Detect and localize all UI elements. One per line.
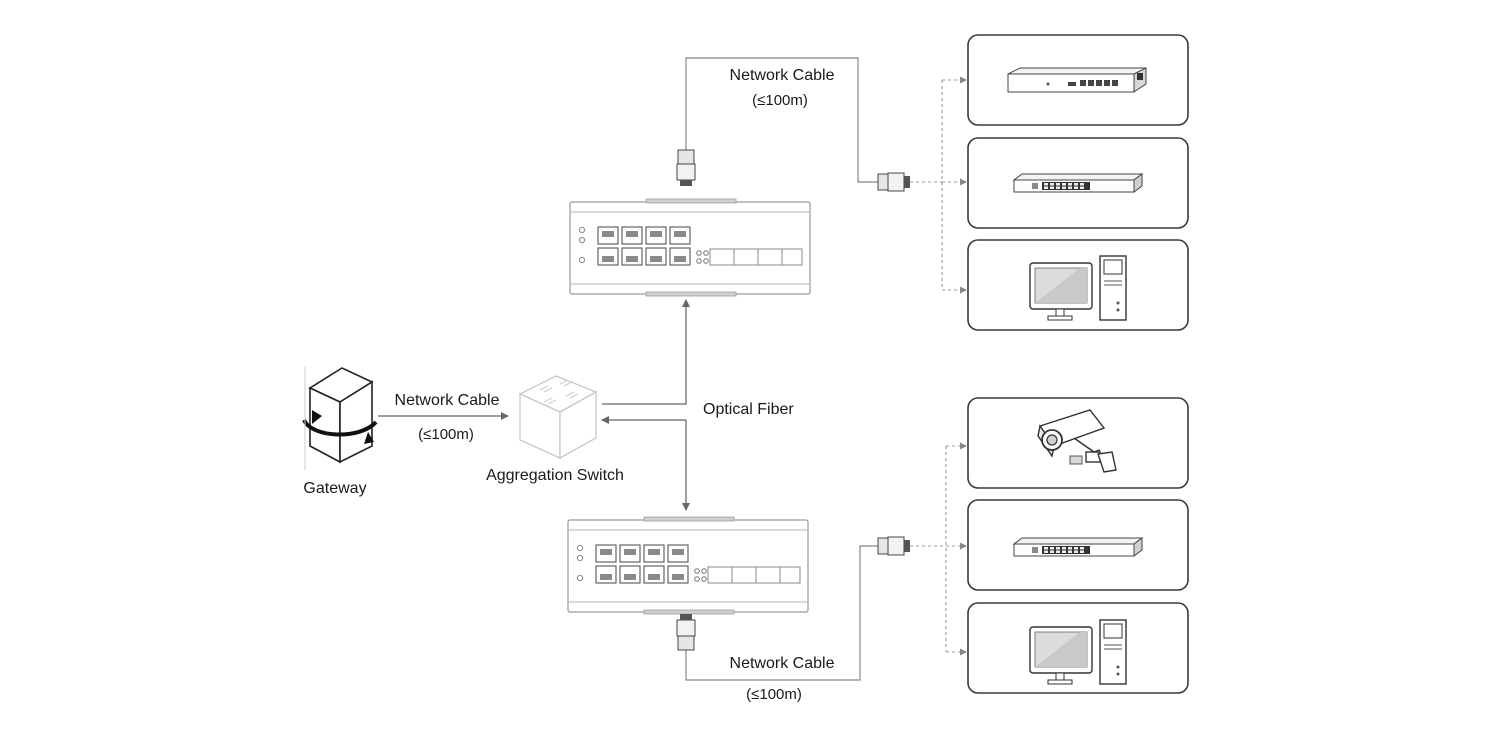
gateway-label: Gateway <box>303 480 367 497</box>
aggregation-switch-icon <box>518 375 598 460</box>
top-cable-label: Network Cable <box>729 67 835 84</box>
endpoint-box-computer-bottom <box>967 602 1189 694</box>
bottom-network-cable <box>685 545 878 681</box>
rj45-connector-icon <box>877 536 911 556</box>
optical-fiber-label: Optical Fiber <box>703 401 794 418</box>
gateway-server-icon <box>302 366 378 470</box>
endpoint-box-switch-bottom <box>967 499 1189 591</box>
endpoint-box-computer-top <box>967 239 1189 331</box>
bottom-cable-label: Network Cable <box>729 655 835 672</box>
top-network-cable <box>685 57 878 183</box>
endpoint-box-camera <box>967 397 1189 489</box>
router-icon <box>1007 67 1147 93</box>
top-cable-length: (≤100m) <box>752 92 808 109</box>
endpoint-box-switch-top <box>967 137 1189 229</box>
rj45-connector-icon <box>676 149 696 187</box>
camera-icon <box>1037 409 1117 473</box>
industrial-switch-bottom <box>567 516 809 615</box>
gateway-cable-length: (≤100m) <box>418 426 474 443</box>
bottom-distribution-lines <box>910 442 967 656</box>
industrial-switch-top <box>569 198 811 297</box>
endpoint-box-router <box>967 34 1189 126</box>
optical-fiber-links <box>601 299 690 511</box>
rj45-connector-icon <box>877 172 911 192</box>
top-distribution-lines <box>910 76 967 294</box>
rj45-connector-icon <box>676 613 696 651</box>
gateway-cable-label: Network Cable <box>394 392 500 409</box>
aggregation-switch-label: Aggregation Switch <box>486 467 624 484</box>
switch-icon <box>1013 537 1143 557</box>
switch-icon <box>1013 173 1143 193</box>
bottom-cable-length: (≤100m) <box>746 686 802 703</box>
